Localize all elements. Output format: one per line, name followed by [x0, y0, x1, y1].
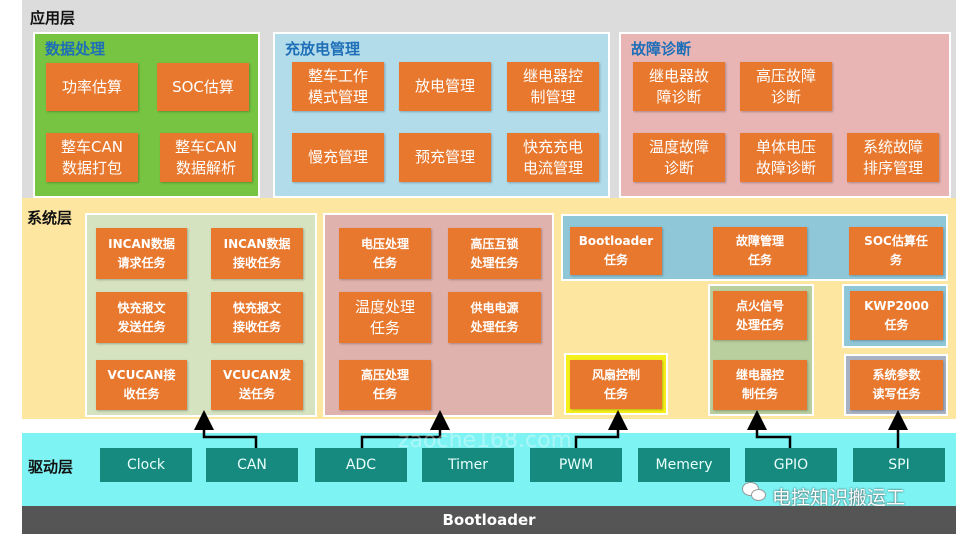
- task-box: 系统参数 读写任务: [850, 360, 943, 410]
- app-box: 高压故障 诊断: [740, 62, 832, 111]
- bootloader-bar: Bootloader: [22, 506, 956, 534]
- task-box: 风扇控制 任务: [570, 360, 662, 409]
- task-box: INCAN数据 请求任务: [96, 228, 187, 279]
- task-box: 电压处理 任务: [339, 228, 431, 279]
- system-layer-title: 系统层: [27, 209, 73, 227]
- task-box: 高压处理 任务: [339, 360, 431, 410]
- driver-spi: SPI: [853, 448, 945, 482]
- task-box: 点火信号 处理任务: [713, 291, 807, 340]
- app-box: 继电器控 制管理: [507, 62, 599, 111]
- arrow-adc: [360, 410, 450, 448]
- arrow-gpio: [747, 410, 792, 448]
- app-box: 系统故障 排序管理: [847, 133, 939, 182]
- task-box: SOC估算任 务: [849, 227, 943, 275]
- driver-gpio: GPIO: [745, 448, 837, 482]
- app-layer-title: 应用层: [30, 9, 76, 27]
- task-box: INCAN数据 接收任务: [211, 228, 303, 279]
- task-box: VCUCAN发 送任务: [211, 360, 303, 410]
- app-box: 整车CAN 数据解析: [160, 133, 252, 182]
- app-box: 功率估算: [46, 63, 138, 111]
- panel-title: 故障诊断: [631, 40, 692, 58]
- panel-title: 数据处理: [45, 40, 106, 58]
- app-box: 慢充管理: [292, 133, 384, 182]
- driver-layer-title: 驱动层: [28, 458, 74, 476]
- app-box: 继电器故 障诊断: [633, 62, 725, 111]
- app-box: SOC估算: [157, 63, 249, 111]
- task-box: 继电器控 制任务: [713, 360, 807, 410]
- driver-memery: Memery: [638, 448, 730, 482]
- arrow-can: [194, 410, 258, 448]
- task-box: VCUCAN接 收任务: [96, 360, 187, 410]
- task-box: 快充报文 发送任务: [96, 292, 187, 343]
- driver-pwm: PWM: [530, 448, 622, 482]
- driver-adc: ADC: [315, 448, 407, 482]
- app-box: 单体电压 故障诊断: [740, 133, 832, 182]
- arrow-pwm: [574, 410, 628, 448]
- driver-can: CAN: [206, 448, 298, 482]
- app-box: 放电管理: [399, 62, 491, 111]
- app-box: 温度故障 诊断: [633, 133, 725, 182]
- driver-timer: Timer: [422, 448, 514, 482]
- app-box: 整车工作 模式管理: [292, 62, 384, 111]
- task-box: Bootloader 任务: [570, 227, 662, 275]
- task-box: 供电电源 处理任务: [448, 292, 541, 343]
- bootloader-label: Bootloader: [442, 511, 536, 529]
- driver-clock: Clock: [100, 448, 192, 482]
- wechat-label: 电控知识搬运工: [772, 487, 906, 509]
- task-box: 高压互锁 处理任务: [448, 228, 541, 279]
- watermark-text: zaoche168.com: [398, 428, 573, 453]
- panel-title: 充放电管理: [285, 40, 361, 58]
- app-box: 整车CAN 数据打包: [46, 133, 138, 182]
- task-box: 故障管理 任务: [713, 227, 807, 275]
- app-box: 快充充电 电流管理: [507, 133, 599, 182]
- task-box: 快充报文 接收任务: [211, 292, 303, 343]
- wechat-icon: [742, 482, 768, 504]
- app-box: 预充管理: [399, 133, 491, 182]
- task-box: KWP2000 任务: [850, 291, 943, 340]
- task-box: 温度处理 任务: [339, 292, 431, 343]
